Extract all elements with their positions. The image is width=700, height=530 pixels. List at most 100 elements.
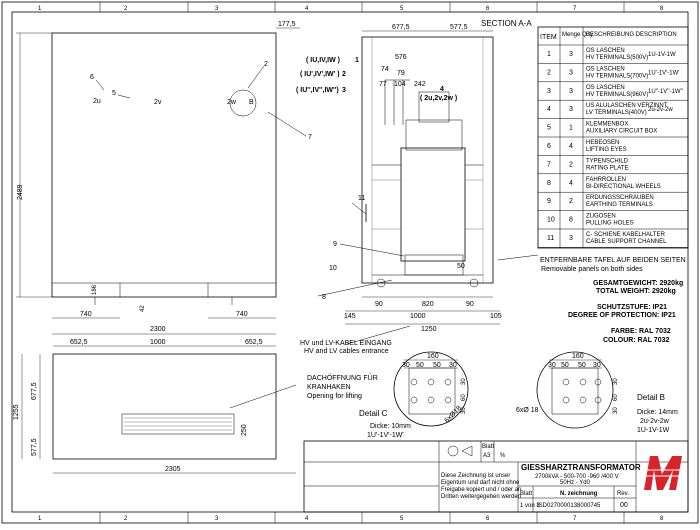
coil-bottom bbox=[404, 254, 464, 276]
detail-c-thickness: Dicke: 10mm bbox=[370, 423, 411, 430]
border-zones-bottom: 1 2 3 4 5 6 7 8 bbox=[38, 512, 664, 523]
tb-sheet-size: A3 bbox=[483, 453, 491, 459]
detail-b-thickness: Dicke: 14mm bbox=[637, 409, 678, 416]
callout-1-number: 1 bbox=[355, 57, 359, 64]
table-row-description-en: CABLE SUPPORT CHANNEL bbox=[586, 239, 667, 245]
detail-c-title: Detail C bbox=[359, 409, 388, 418]
detail-b-tag-2: 1U-1V-1W bbox=[637, 427, 670, 434]
dim-1255: 1255 bbox=[13, 404, 20, 420]
detail-b-dim-50b: 50 bbox=[578, 362, 586, 369]
side-label-6: 6 bbox=[90, 74, 94, 81]
tb-notice-3: Freigabe kopiert und / oder an bbox=[441, 487, 521, 493]
side-label-9: 9 bbox=[333, 241, 337, 248]
dim-79: 79 bbox=[397, 70, 405, 77]
table-header-qty: Menge Q.ty bbox=[562, 32, 593, 38]
table-row-qty: 3 bbox=[569, 69, 573, 76]
detail-c-dim-30b: 30 bbox=[449, 362, 457, 369]
dim-2300: 2300 bbox=[150, 326, 166, 333]
dim-145: 145 bbox=[344, 313, 356, 320]
table-row-description-de: TYPENSCHILD bbox=[586, 158, 629, 164]
opening-note-de-1: DACHÖFFNUNG FÜR bbox=[307, 374, 378, 382]
detail-b-tag-1: 2u-2v-2w bbox=[640, 418, 670, 425]
detail-b-dim-160: 160 bbox=[572, 353, 584, 360]
zone-bottom-6: 6 bbox=[486, 516, 490, 522]
dim-5775-top: 577,5 bbox=[31, 438, 38, 456]
dim-90-right: 90 bbox=[466, 301, 474, 308]
detail-b-dim-30d: 30 bbox=[613, 407, 619, 414]
protection-en: DEGREE OF PROTECTION: IP21 bbox=[568, 312, 676, 319]
total-weight: TOTAL WEIGHT: 2920kg bbox=[596, 288, 676, 295]
dim-height-2489: 2489 bbox=[17, 184, 24, 200]
opening-note-en: Opening for lifting bbox=[307, 393, 362, 400]
callout-4-number: 4 bbox=[440, 86, 444, 93]
section-enclosure bbox=[361, 36, 494, 284]
table-row-tag: 1U-1V-1W bbox=[648, 52, 676, 58]
table-row-item: 5 bbox=[547, 125, 551, 132]
detail-c: 160 30 50 50 30 30 60 30 6xØ18 Detail C … bbox=[359, 351, 469, 439]
callout-1-terminals: ( IU,IV,IW ) bbox=[306, 57, 340, 64]
table-row-description-en: HV TERMINALS(700V) bbox=[586, 73, 648, 79]
detail-b-title: Detail B bbox=[637, 393, 665, 402]
table-row-description-de: ZUGOSEN bbox=[586, 214, 616, 220]
lifting-opening bbox=[121, 413, 235, 435]
detail-c-dim-60: 60 bbox=[461, 394, 467, 401]
dim-104: 104 bbox=[394, 81, 406, 88]
side-label-2: 2 bbox=[264, 61, 268, 68]
detail-c-dim-30c: 30 bbox=[461, 378, 467, 385]
table-row-item: 4 bbox=[547, 106, 551, 113]
colour-en: COLOUR: RAL 7032 bbox=[603, 337, 669, 344]
dim-1000: 1000 bbox=[410, 313, 426, 320]
detail-b-dim-60: 60 bbox=[613, 394, 619, 401]
protection-de: SCHUTZSTUFE: IP21 bbox=[597, 304, 667, 311]
side-label-10: 10 bbox=[329, 265, 337, 272]
dim-6775-section: 677,5 bbox=[392, 24, 410, 31]
table-row-qty: 3 bbox=[569, 88, 573, 95]
zone-top-2: 2 bbox=[124, 6, 128, 12]
tb-frequency: 50Hz - Yd0 bbox=[560, 480, 591, 486]
table-row-description-de: OS LASCHEN bbox=[586, 66, 625, 72]
dim-186: 186 bbox=[92, 284, 98, 295]
side-label-2u: 2u bbox=[93, 98, 101, 105]
top-view: 652,5 1000 652,5 1255 677,5 577,5 250 23… bbox=[13, 339, 378, 474]
table-row-item: 6 bbox=[547, 143, 551, 150]
table-row-description-de: FAHRROLLEN bbox=[586, 177, 626, 183]
zone-bottom-5: 5 bbox=[400, 516, 404, 522]
dim-820: 820 bbox=[422, 301, 434, 308]
side-label-8: 8 bbox=[322, 294, 326, 301]
detail-b-dim-30c: 30 bbox=[613, 378, 619, 385]
dim-50: 50 bbox=[457, 263, 465, 270]
zone-bottom-1: 1 bbox=[38, 516, 42, 522]
terminal-detail-circle-b bbox=[229, 89, 257, 117]
dim-250: 250 bbox=[241, 424, 248, 436]
dim-2305: 2305 bbox=[165, 466, 181, 473]
tb-drawing-no: ISD0270000138000745 bbox=[537, 503, 601, 509]
dim-74: 74 bbox=[381, 66, 389, 73]
table-row-item: 8 bbox=[547, 180, 551, 187]
coil-top bbox=[405, 119, 463, 151]
detail-c-dim-30a: 30 bbox=[402, 362, 410, 369]
wheel-left bbox=[376, 278, 386, 288]
table-row-item: 3 bbox=[547, 88, 551, 95]
border-zones-top: 1 2 3 4 5 6 7 8 bbox=[38, 2, 664, 12]
table-row-item: 11 bbox=[547, 235, 554, 242]
table-row-item: 7 bbox=[547, 161, 551, 168]
dim-1000-top: 1000 bbox=[150, 339, 166, 346]
table-row-qty: 4 bbox=[569, 180, 573, 187]
roof-outline bbox=[52, 353, 277, 460]
dim-1250: 1250 bbox=[421, 326, 437, 333]
detail-b-dim-30a: 30 bbox=[548, 362, 556, 369]
dim-6525-left: 652,5 bbox=[70, 339, 88, 346]
tb-notice-2: Eigentum und darf nicht ohne bbox=[441, 480, 520, 486]
callout-3-number: 3 bbox=[342, 87, 346, 94]
table-row-description-en: EARTHING TERMINALS bbox=[586, 202, 653, 208]
table-header-description: BESCHREIBUNG DESCRIPTION bbox=[586, 32, 677, 38]
table-header-item: ITEM bbox=[540, 34, 557, 41]
detail-b-holes: 6xØ 18 bbox=[516, 407, 539, 414]
wheel-right bbox=[469, 278, 479, 288]
detail-c-dim-30d: 30 bbox=[461, 407, 467, 414]
dim-6775-top: 677,5 bbox=[31, 382, 38, 400]
table-row-description-de: ERDUNGSSCHRAUBEN bbox=[586, 195, 654, 201]
tb-title: GIESSHARZTRANSFORMATOR bbox=[521, 463, 641, 472]
